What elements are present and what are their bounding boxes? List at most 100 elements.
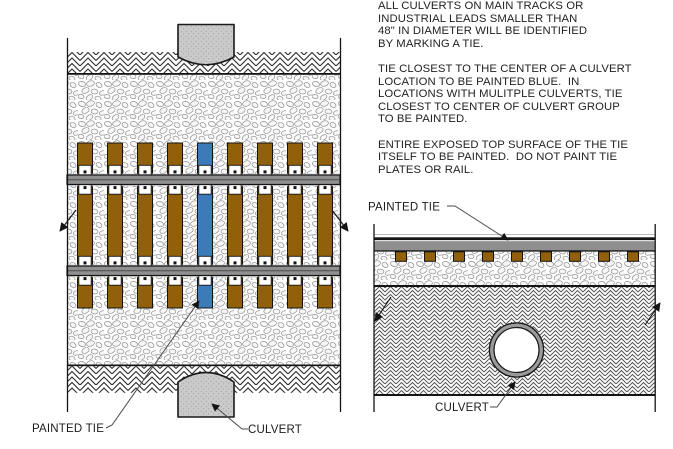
- tie-end: [511, 251, 523, 262]
- tie-plate: [228, 255, 242, 267]
- embankment-bottom-line: [374, 394, 655, 396]
- spike: [173, 170, 177, 174]
- tie-plate: [78, 255, 92, 267]
- tie-plate: [168, 184, 182, 195]
- spike: [323, 170, 327, 174]
- tie-plate: [198, 255, 212, 267]
- tie-plate: [228, 164, 242, 176]
- ballast-top-edge: [68, 73, 340, 75]
- spike: [293, 277, 297, 281]
- culvert-leader: [211, 403, 248, 430]
- tie-end: [627, 251, 639, 262]
- tie-end: [482, 251, 494, 262]
- tie-plate: [288, 275, 302, 286]
- note-paint-surface: ENTIRE EXPOSED TOP SURFACE OF THE TIE IT…: [378, 138, 628, 176]
- tie-plate: [288, 164, 302, 176]
- painted-tie-leader: [105, 300, 200, 429]
- tie-plate: [318, 275, 332, 286]
- tie-end: [424, 251, 436, 262]
- tie-plate: [108, 255, 122, 267]
- spike: [323, 186, 327, 190]
- spike: [113, 170, 117, 174]
- tie-plate: [138, 184, 152, 195]
- spike: [293, 186, 297, 190]
- subgrade-line: [374, 285, 655, 287]
- spike: [263, 170, 267, 174]
- spike: [143, 186, 147, 190]
- rail-edge-line: [374, 234, 655, 235]
- spike: [83, 277, 87, 281]
- tie-plate: [228, 184, 242, 195]
- tie-plate: [318, 255, 332, 267]
- spike: [263, 261, 267, 265]
- spike: [173, 186, 177, 190]
- tie-plate: [138, 164, 152, 176]
- culvert-pipe: [488, 322, 545, 378]
- spike: [203, 277, 207, 281]
- spike: [83, 170, 87, 174]
- spike: [233, 170, 237, 174]
- rail-web: [374, 241, 655, 251]
- culvert-end-top: [177, 23, 235, 66]
- rail-web-highlight: [374, 240, 655, 242]
- ballast-bottom-edge: [68, 364, 340, 367]
- note-identification: ALL CULVERTS ON MAIN TRACKS OR INDUSTRIA…: [378, 0, 588, 50]
- spike: [143, 261, 147, 265]
- tie-plates: [78, 164, 332, 286]
- painted-tie-label: PAINTED TIE: [368, 202, 440, 214]
- spike: [203, 170, 207, 174]
- culvert-label: CULVERT: [435, 402, 489, 414]
- spike: [83, 186, 87, 190]
- tie-plate: [108, 184, 122, 195]
- tie-plate: [138, 275, 152, 286]
- tie-end: [540, 251, 552, 262]
- spike: [203, 186, 207, 190]
- tie-plate: [318, 184, 332, 195]
- culvert-end-bottom: [177, 371, 235, 418]
- tie-plate: [168, 255, 182, 267]
- tie-plate: [288, 184, 302, 195]
- tie-plate: [78, 184, 92, 195]
- tie-plate: [258, 164, 272, 176]
- spike: [293, 261, 297, 265]
- tie-plate: [108, 164, 122, 176]
- section-tie-ends: [395, 251, 639, 262]
- rail-side: [374, 234, 655, 252]
- spike: [203, 261, 207, 265]
- spike: [143, 277, 147, 281]
- spike: [113, 261, 117, 265]
- note-tie-selection: TIE CLOSEST TO THE CENTER OF A CULVERT L…: [378, 63, 632, 125]
- spike: [233, 261, 237, 265]
- tie-plate: [108, 275, 122, 286]
- tie-plate: [198, 184, 212, 195]
- tie-plate: [78, 164, 92, 176]
- spike: [113, 277, 117, 281]
- tie-plate: [198, 164, 212, 176]
- break-mark-right: [331, 209, 349, 232]
- tie-plate: [228, 275, 242, 286]
- spike: [233, 277, 237, 281]
- rail-base-line: [374, 250, 655, 252]
- painted-tie-label: PAINTED TIE: [32, 423, 104, 435]
- break-mark-left: [59, 209, 77, 232]
- notes-block: ALL CULVERTS ON MAIN TRACKS OR INDUSTRIA…: [378, 0, 658, 189]
- break-mark-left: [374, 296, 392, 322]
- spike: [323, 277, 327, 281]
- rail-head: [374, 237, 655, 240]
- spike: [233, 186, 237, 190]
- spike: [173, 261, 177, 265]
- spike: [263, 186, 267, 190]
- tie-plate: [288, 255, 302, 267]
- tie-plate: [318, 164, 332, 176]
- painted-tie-leader: [447, 205, 509, 241]
- tie-plate: [258, 275, 272, 286]
- tie-plate: [138, 255, 152, 267]
- spike: [83, 261, 87, 265]
- tie-plate: [168, 275, 182, 286]
- plan-view: PAINTED TIE CULVERT: [32, 23, 349, 436]
- section-view: PAINTED TIE CULVERT: [368, 202, 661, 414]
- spike: [143, 170, 147, 174]
- tie-end: [569, 251, 581, 262]
